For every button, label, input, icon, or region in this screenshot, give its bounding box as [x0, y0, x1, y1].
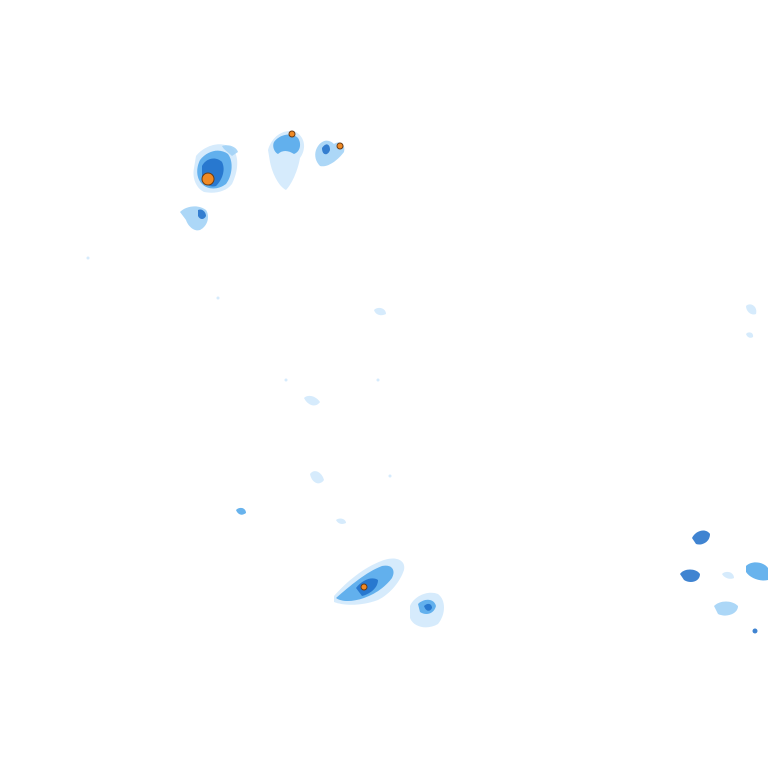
echo-fragment [722, 571, 734, 579]
echo-speck [86, 256, 90, 260]
storm-cell-north-central [268, 130, 305, 190]
scattered-echoes [86, 256, 757, 524]
storm-cell-south-central [334, 558, 405, 605]
echo-trail [222, 145, 238, 156]
echo-fragment [304, 395, 320, 406]
echo-speck [216, 296, 220, 300]
storm-cell-south-central-secondary [410, 592, 444, 628]
echo-speck [376, 378, 380, 382]
echo-heavy [198, 209, 206, 219]
echo-light [714, 601, 738, 616]
storm-cell-northwest [193, 144, 238, 193]
echo-moderate [746, 562, 768, 581]
echo-moderate [273, 134, 301, 154]
echo-fragment [236, 507, 246, 515]
intense-core [201, 172, 215, 186]
echo-heavy [322, 144, 330, 155]
storm-fragment-west [180, 206, 208, 231]
storm-cell-north-east-small [315, 140, 345, 167]
echo-speck [388, 474, 392, 478]
echo-fragment [746, 332, 754, 338]
intense-core [288, 130, 296, 138]
storm-cluster-east [680, 530, 768, 634]
echo-fragment [374, 307, 386, 316]
echo-heavy [424, 603, 432, 611]
echo-heavy [692, 530, 710, 545]
echo-fragment [336, 518, 346, 524]
echo-fragment [746, 304, 757, 315]
intense-core [336, 142, 344, 150]
echo-fragment [310, 471, 324, 484]
echo-speck [284, 378, 288, 382]
intense-core [360, 583, 368, 591]
echo-speck [752, 628, 758, 634]
echo-heavy [680, 569, 700, 582]
